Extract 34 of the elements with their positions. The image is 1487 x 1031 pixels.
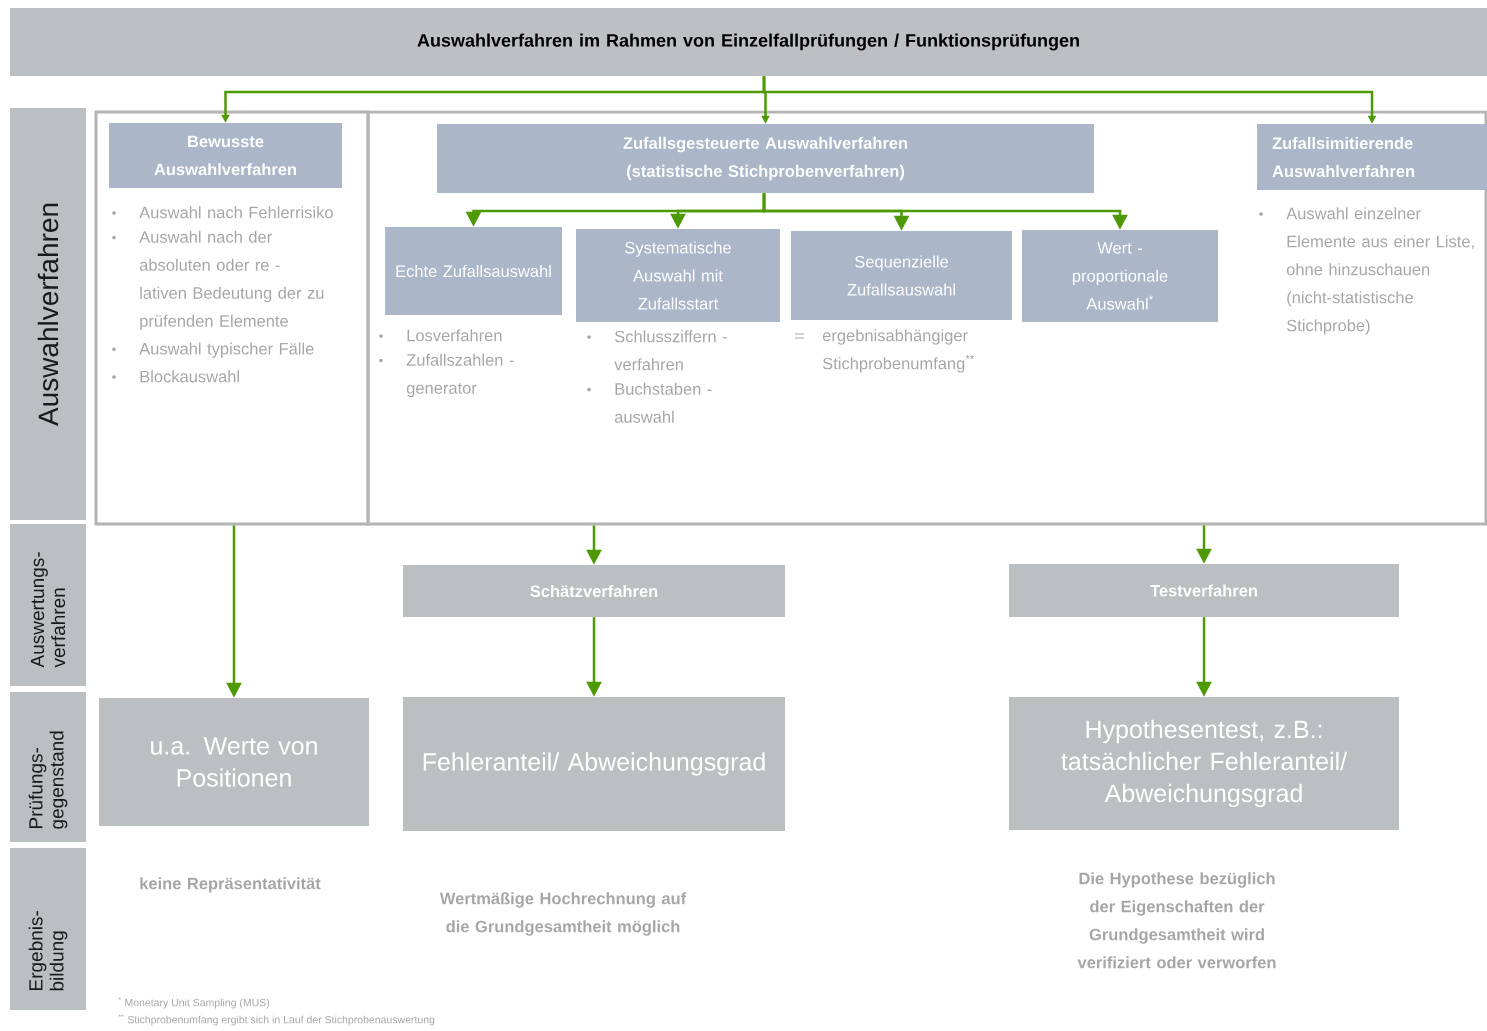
list-item: Buchstaben - auswahl <box>614 382 712 423</box>
row-header: Prüfungs- gegenstand <box>10 692 86 842</box>
result-text: Die Hypothese bezüglich der Eigenschaften der Grundgesamtheit wird verifiziert oder verworfen <box>1077 872 1276 969</box>
list-item: Zufallszahlen - generator <box>406 353 514 398</box>
method-box: Testverfahren <box>1009 564 1399 617</box>
list-item: Schlussziffern - verfahren <box>614 330 727 371</box>
row-header: Auswahlverfahren <box>10 108 86 520</box>
result-box: u.a. Werte von Positionen <box>99 698 369 826</box>
header-box: Zufallsimitierende Auswahlverfahren <box>1257 124 1487 190</box>
list-item: Blockauswahl <box>140 370 239 383</box>
list-item: Auswahl nach der absoluten oder re - lativen Bedeutung der zu prüfenden Elemente <box>139 230 324 331</box>
result-text: Wertmäßige Hochrechnung auf die Grundgesamtheit möglich <box>439 892 687 936</box>
footnote: $^{**}$ Stichprobenumfang ergibt sich in Lauf der Stichprobenauswertung <box>118 1014 435 1026</box>
header-box: Zufallsgesteuerte Auswahlverfahren (statistische Stichprobenverfahren) <box>437 124 1094 193</box>
group-frame <box>366 110 1487 526</box>
result-box: Hypothesentest, z.B.: tatsächlicher Fehleranteil/ Abweichungsgrad <box>1009 697 1399 830</box>
list-item: ergebnisabhängiger Stichprobenumfang$^{**}$ <box>822 329 975 373</box>
method-box: Wert - proportionale Auswahl$^{*}$ <box>1022 230 1218 322</box>
method-box: Schätzverfahren <box>403 565 785 617</box>
method-box: Echte Zufallsauswahl <box>385 227 562 315</box>
result-box: Fehleranteil/ Abweichungsgrad <box>403 697 785 831</box>
method-box: Sequenzielle Zufallsauswahl <box>791 231 1012 320</box>
row-header: Ergebnis- bildung <box>10 848 86 1010</box>
group-frame <box>94 110 370 526</box>
list-item: Auswahl einzelner Elemente aus einer Liste, ohne hinzuschauen (nicht-statistische Stichprobe) <box>1286 207 1474 335</box>
list-item: Auswahl nach Fehlerrisiko <box>139 206 333 219</box>
method-box: Systematische Auswahl mit Zufallsstart <box>576 229 780 322</box>
row-header: Auswertungs- verfahren <box>10 524 86 686</box>
title-bar: Auswahlverfahren im Rahmen von Einzelfallprüfungen / Funktionsprüfungen <box>10 8 1487 76</box>
footnote: $^{*}$ Monetary Unit Sampling (MUS) <box>118 997 270 1009</box>
result-text: keine Repräsentativität <box>140 877 321 893</box>
list-item: Auswahl typischer Fälle <box>139 342 314 358</box>
header-box: Bewusste Auswahlverfahren <box>109 123 342 188</box>
list-item: Losverfahren <box>407 329 502 342</box>
